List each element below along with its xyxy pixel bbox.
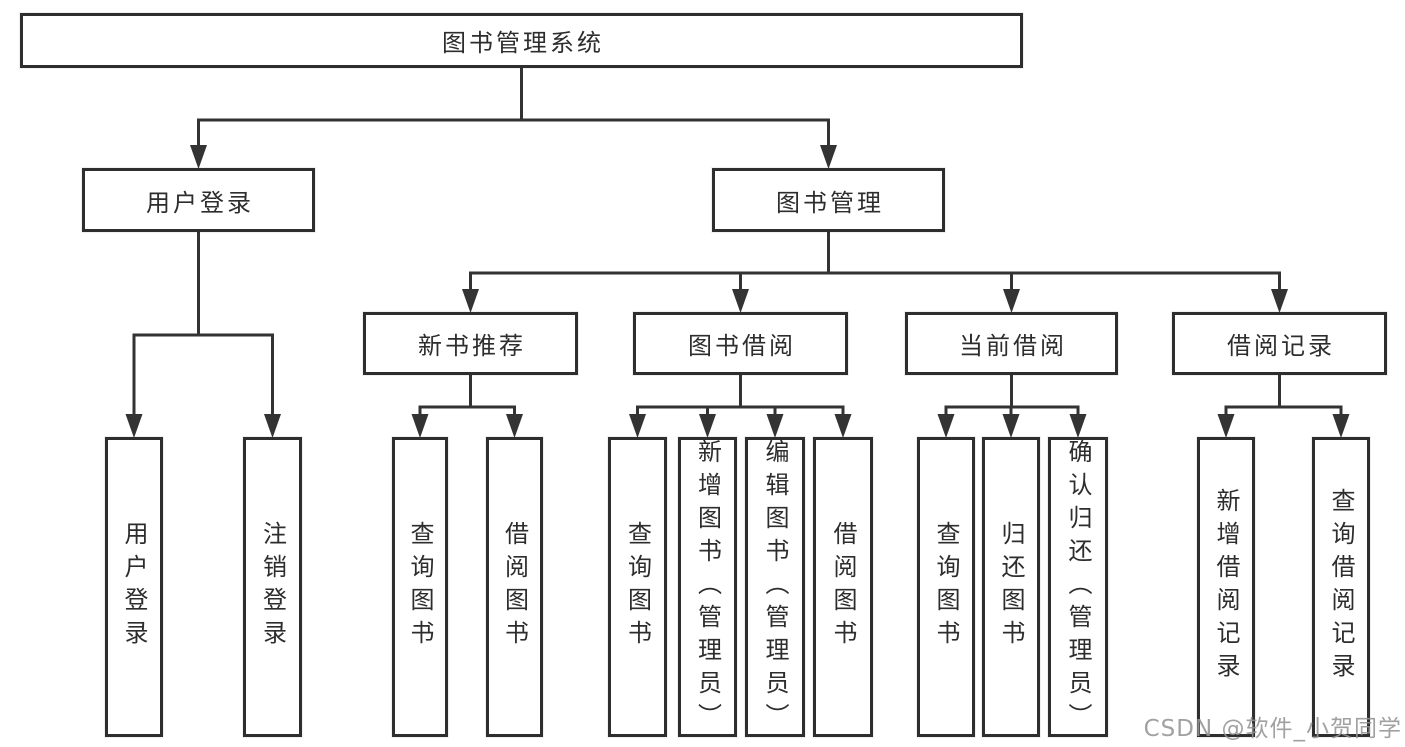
node-label: 查询图书: [932, 521, 960, 653]
node-root: 图书管理系统: [20, 13, 1023, 68]
node-user-login: 用户登录: [82, 168, 315, 232]
node-label: 编辑图书（管理员）: [761, 438, 789, 736]
arrowhead-down-icon: [462, 289, 479, 313]
node-label: 图书借阅: [688, 332, 796, 360]
node-cb-confirm: 确认归还（管理员）: [1048, 437, 1108, 737]
node-logout: 注销登录: [243, 437, 302, 737]
node-nbr-borrow: 借阅图书: [486, 437, 543, 737]
arrowhead-down-icon: [411, 414, 429, 438]
node-label: 新书推荐: [418, 332, 526, 360]
arrowhead-down-icon: [1332, 414, 1350, 438]
node-label: 用户登录: [146, 188, 254, 217]
node-label: 查询借阅记录: [1327, 488, 1355, 686]
node-br-add: 新增借阅记录: [1197, 437, 1255, 737]
arrowhead-down-icon: [834, 414, 852, 438]
node-bb-edit: 编辑图书（管理员）: [745, 437, 805, 737]
arrowhead-down-icon: [1002, 414, 1020, 438]
node-label: 借阅图书: [500, 521, 529, 653]
arrowhead-down-icon: [125, 414, 143, 438]
node-new-book-rec: 新书推荐: [363, 312, 578, 375]
arrowhead-down-icon: [820, 145, 837, 169]
arrowhead-down-icon: [1003, 289, 1020, 313]
node-label: 借阅记录: [1227, 332, 1335, 360]
node-label: 新增图书（管理员）: [693, 438, 722, 736]
node-book-borrow: 图书借阅: [633, 312, 848, 375]
arrowhead-down-icon: [1217, 414, 1235, 438]
node-bb-query: 查询图书: [608, 437, 667, 737]
node-borrow-records: 借阅记录: [1172, 312, 1387, 375]
node-label: 查询图书: [623, 521, 652, 653]
watermark-text: CSDN @软件_小贺同学: [1143, 716, 1402, 742]
arrowhead-down-icon: [190, 145, 207, 169]
node-label: 图书管理: [776, 188, 884, 217]
node-login: 用户登录: [105, 437, 163, 737]
node-bb-add: 新增图书（管理员）: [678, 437, 737, 737]
node-label: 查询图书: [406, 521, 434, 653]
arrowhead-down-icon: [732, 289, 749, 313]
node-current-borrow: 当前借阅: [905, 312, 1118, 375]
node-cb-query: 查询图书: [917, 437, 975, 737]
node-label: 新增借阅记录: [1212, 488, 1240, 686]
arrowhead-down-icon: [264, 414, 281, 438]
arrowhead-down-icon: [766, 414, 784, 438]
node-br-query: 查询借阅记录: [1312, 437, 1370, 737]
node-label: 当前借阅: [959, 332, 1067, 360]
node-label: 注销登录: [258, 521, 287, 653]
node-nbr-query: 查询图书: [392, 437, 448, 737]
node-label: 用户登录: [120, 521, 148, 653]
arrowhead-down-icon: [629, 414, 646, 438]
arrowhead-down-icon: [506, 414, 523, 438]
node-label: 归还图书: [997, 521, 1025, 653]
node-bb-borrow: 借阅图书: [813, 437, 873, 737]
arrowhead-down-icon: [1069, 414, 1087, 438]
node-label: 确认归还（管理员）: [1064, 438, 1092, 736]
node-label: 借阅图书: [829, 521, 857, 653]
arrowhead-down-icon: [937, 414, 955, 438]
node-cb-return: 归还图书: [982, 437, 1040, 737]
arrowhead-down-icon: [699, 414, 716, 438]
node-label: 图书管理系统: [442, 29, 604, 57]
node-book-mgmt: 图书管理: [712, 168, 945, 232]
arrowhead-down-icon: [1271, 289, 1288, 313]
